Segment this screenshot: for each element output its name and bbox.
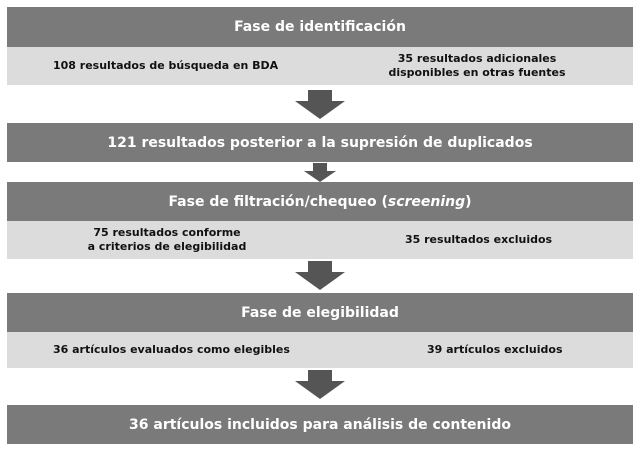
excluded-results-text: 35 resultados excluidos bbox=[405, 221, 552, 259]
eligible-results-line-1: 75 resultados conforme bbox=[93, 226, 241, 239]
eligibility-phase-title: Fase de elegibilidad bbox=[241, 304, 399, 321]
included-articles-header: 36 artículos incluidos para análisis de … bbox=[7, 405, 633, 444]
additional-results-text: 35 resultados adicionales disponibles en… bbox=[377, 47, 577, 85]
eligible-articles-text: 36 artículos evaluados como elegibles bbox=[53, 332, 290, 368]
screening-phase-header: Fase de filtración/chequeo (screening) bbox=[7, 182, 633, 221]
eligibility-phase-header: Fase de elegibilidad bbox=[7, 293, 633, 332]
eligible-articles-label: 36 artículos evaluados como elegibles bbox=[53, 343, 290, 356]
eligible-results-text: 75 resultados conforme a criterios de el… bbox=[67, 221, 267, 259]
database-results-label: 108 resultados de búsqueda en BDA bbox=[53, 59, 279, 72]
excluded-articles-label: 39 artículos excluidos bbox=[427, 343, 563, 356]
database-results-text: 108 resultados de búsqueda en BDA bbox=[53, 47, 278, 85]
screening-title-italic: screening bbox=[387, 193, 466, 210]
included-articles-title: 36 artículos incluidos para análisis de … bbox=[129, 416, 511, 433]
eligible-results-line-2: a criterios de elegibilidad bbox=[87, 240, 247, 253]
excluded-articles-text: 39 artículos excluidos bbox=[427, 332, 563, 368]
deduplication-title: 121 resultados posterior a la supresión … bbox=[107, 134, 533, 151]
identification-phase-title: Fase de identificación bbox=[234, 19, 406, 35]
excluded-results-label: 35 resultados excluidos bbox=[405, 233, 553, 246]
identification-phase-header: Fase de identificación bbox=[7, 7, 633, 47]
deduplication-header: 121 resultados posterior a la supresión … bbox=[7, 123, 633, 162]
screening-title-prefix: Fase de filtración/chequeo ( bbox=[168, 193, 388, 210]
additional-results-line-1: 35 resultados adicionales bbox=[397, 52, 557, 65]
additional-results-line-2: disponibles en otras fuentes bbox=[388, 66, 566, 79]
screening-title-suffix: ) bbox=[465, 193, 472, 210]
screening-results-row: 75 resultados conforme a criterios de el… bbox=[7, 221, 633, 259]
identification-results-row: 108 resultados de búsqueda en BDA 35 res… bbox=[7, 47, 633, 85]
eligibility-results-row: 36 artículos evaluados como elegibles 39… bbox=[7, 332, 633, 368]
screening-phase-title: Fase de filtración/chequeo (screening) bbox=[168, 194, 471, 210]
